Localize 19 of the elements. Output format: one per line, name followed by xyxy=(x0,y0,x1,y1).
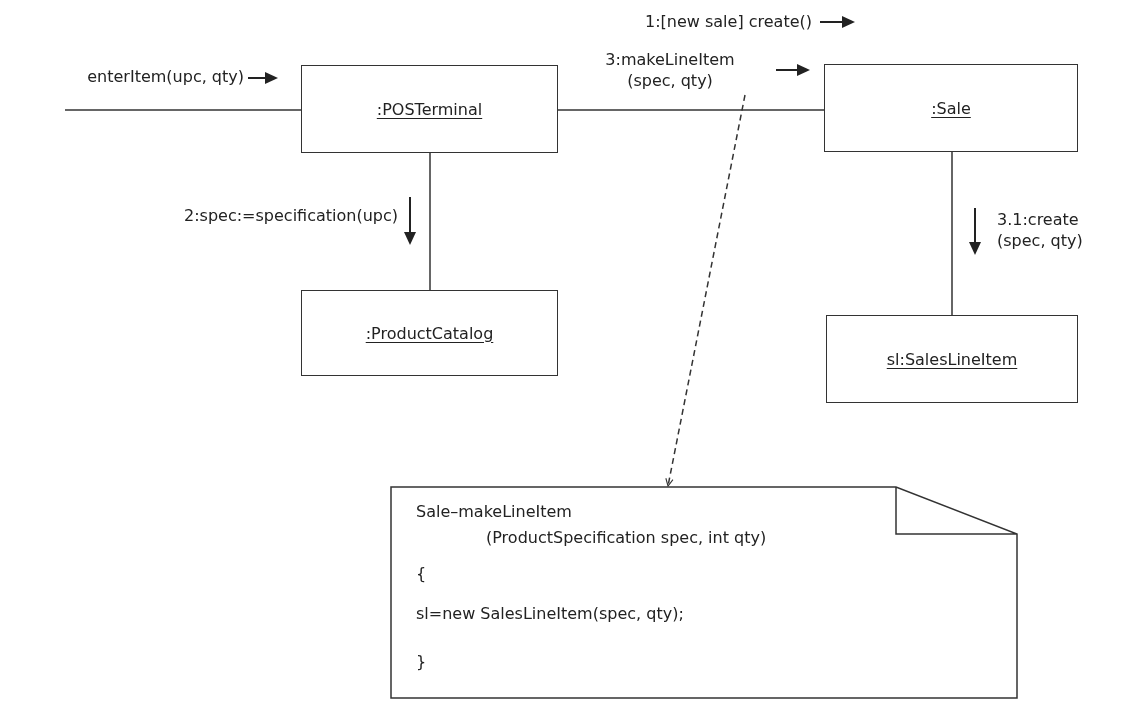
object-box xyxy=(824,64,1078,152)
object-name: :Sale xyxy=(931,98,971,118)
dashed-leader-line xyxy=(665,94,746,487)
object-name: :POSTerminal xyxy=(376,99,483,119)
object-name: sl:SalesLineItem xyxy=(886,349,1018,369)
link-line xyxy=(64,109,302,111)
code-text: (ProductSpecification spec, int qty) xyxy=(486,530,767,546)
link-line xyxy=(951,151,953,316)
object-name: :ProductCatalog xyxy=(365,323,494,343)
object-box xyxy=(301,65,558,153)
code-text: Sale–makeLineItem xyxy=(416,504,572,520)
note-box xyxy=(390,486,1018,699)
code-text: { xyxy=(416,566,427,582)
link-line xyxy=(557,109,825,111)
object-box xyxy=(301,290,558,376)
object-box xyxy=(826,315,1078,403)
link-line xyxy=(429,152,431,291)
code-text: sl=new SalesLineItem(spec, qty); xyxy=(416,606,684,622)
code-text: } xyxy=(416,654,427,670)
